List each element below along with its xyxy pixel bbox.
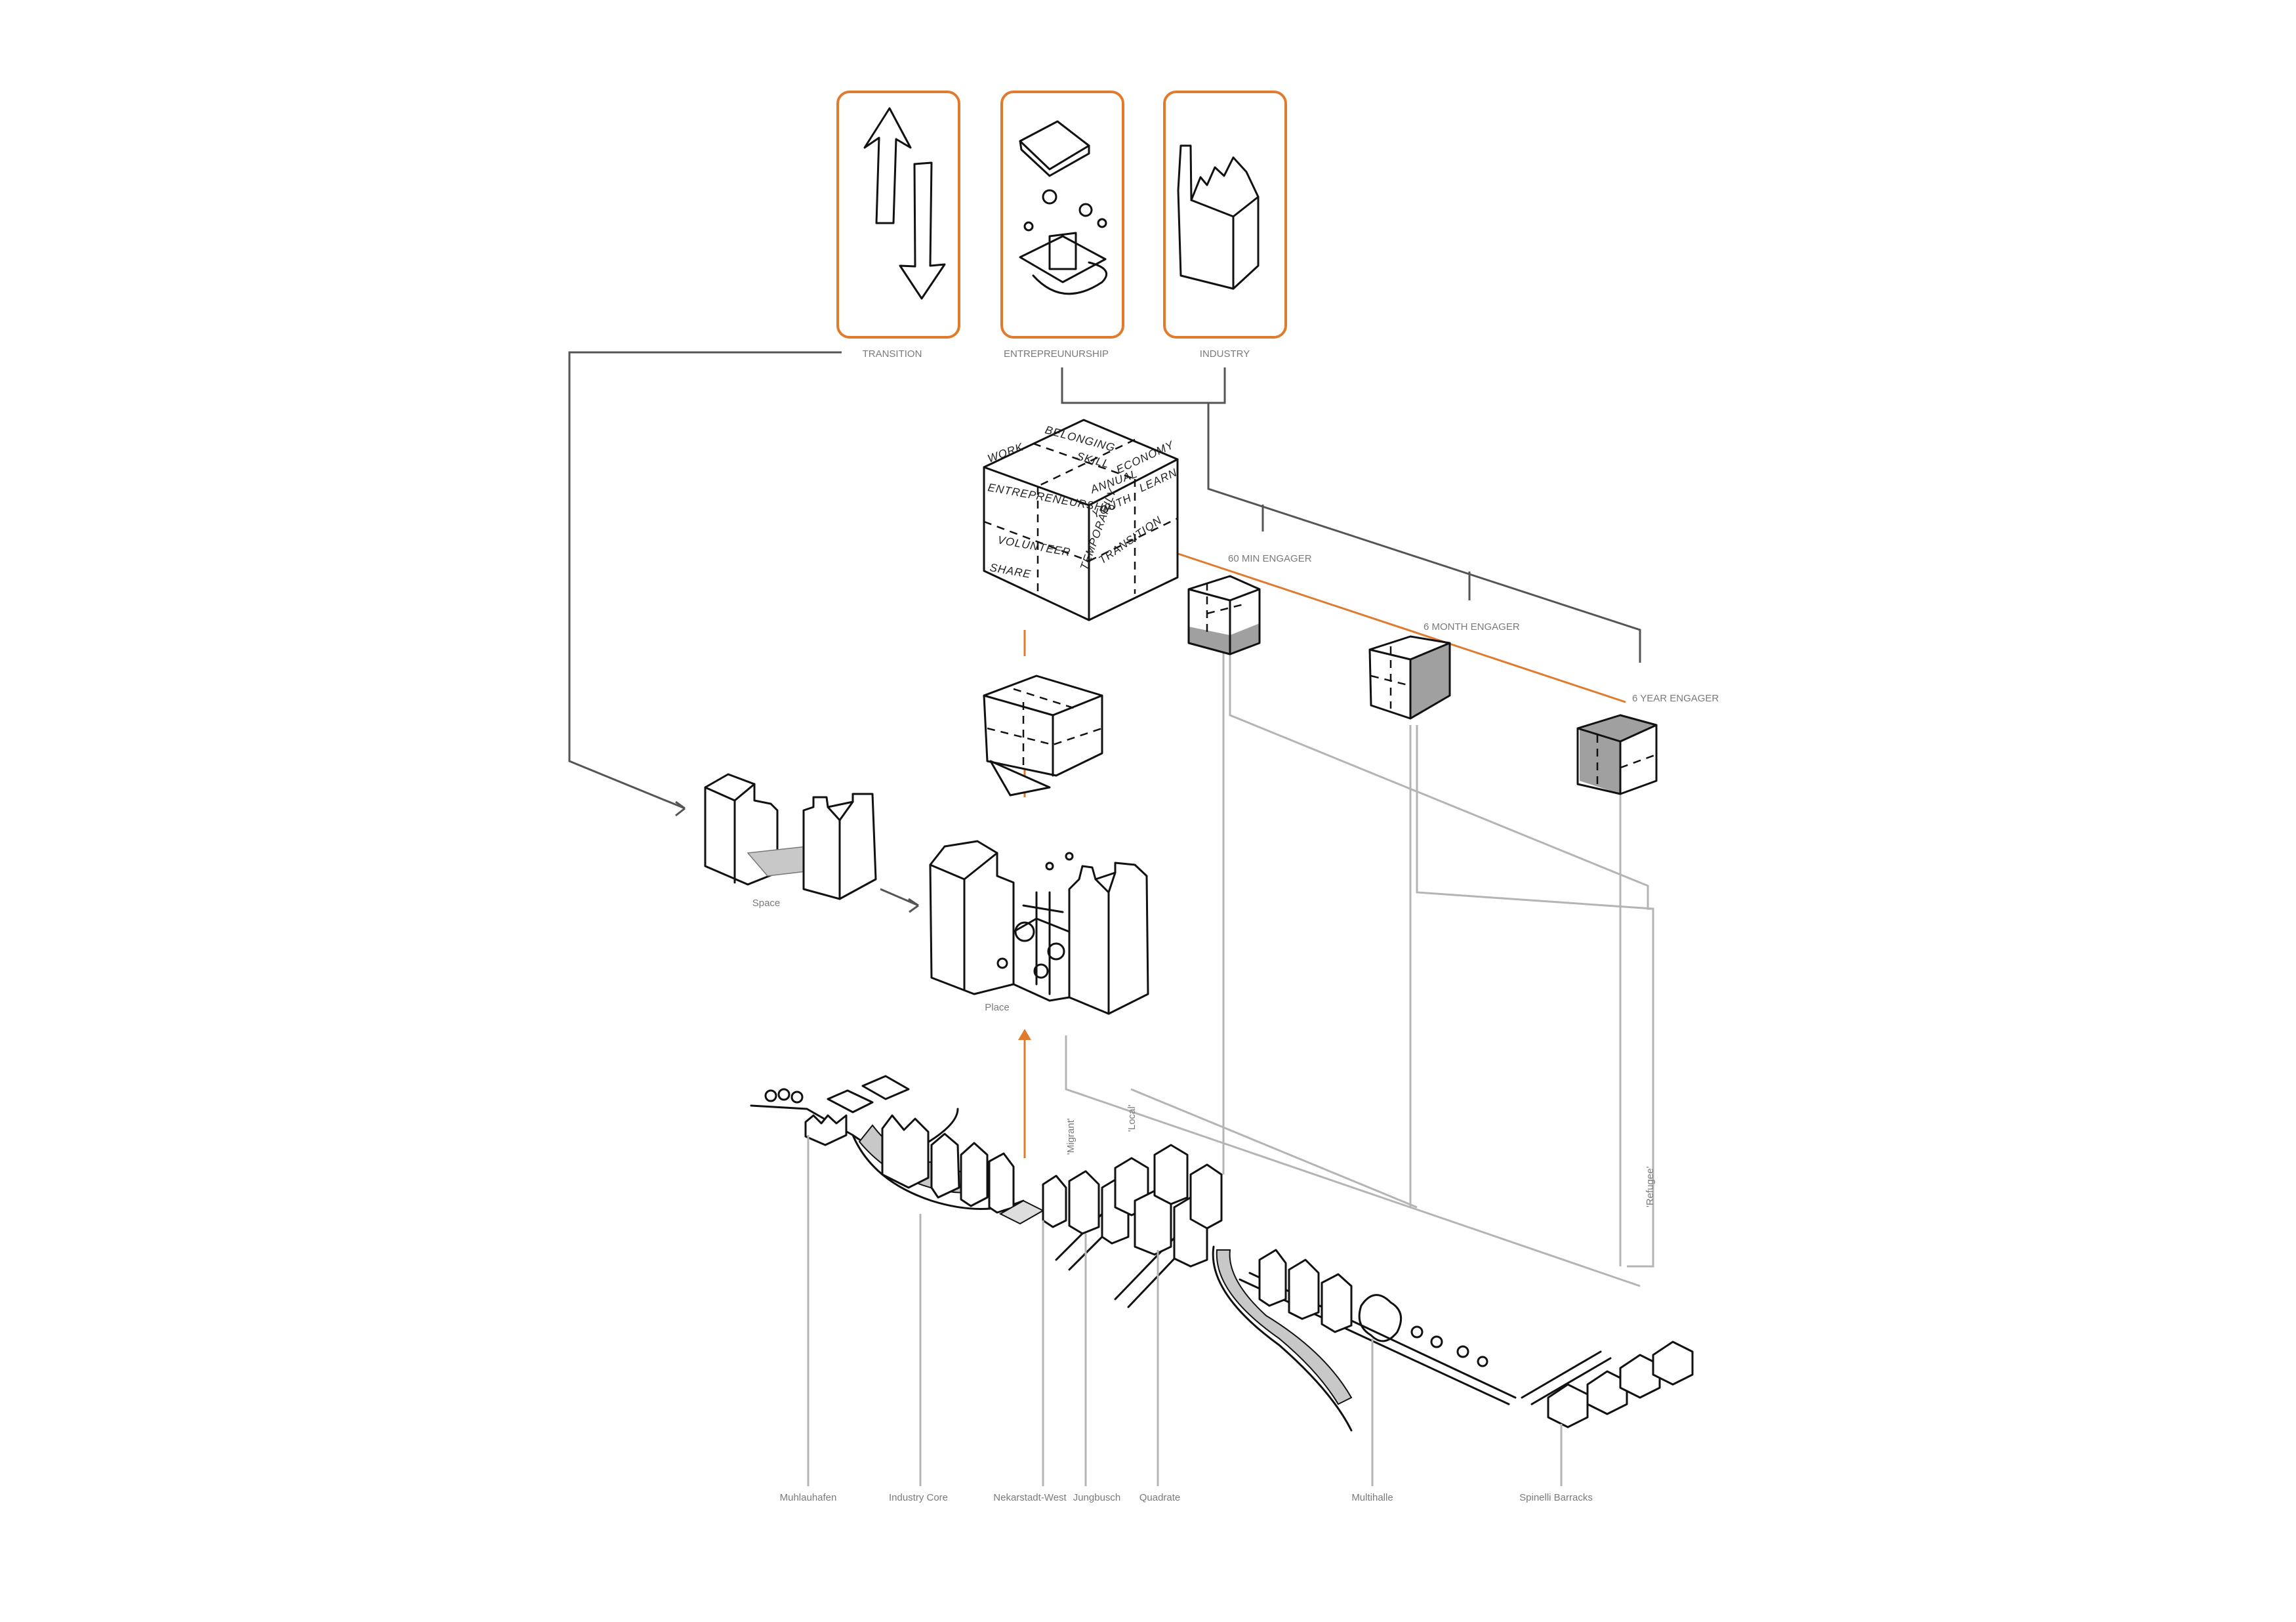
panel-industry-label: INDUSTRY xyxy=(1200,348,1250,360)
quadrate-buildings xyxy=(1042,1144,1223,1268)
district-label: Nekarstadt-West xyxy=(993,1492,1067,1503)
district-label: Muhlauhafen xyxy=(780,1492,837,1503)
panel-entrepreneurship: ENTREPREUNURSHIP xyxy=(1000,91,1124,360)
district-label: Quadrate xyxy=(1139,1492,1181,1503)
multihalle-buildings xyxy=(1258,1249,1488,1367)
orange-flow xyxy=(1018,551,1626,1158)
entrepreneurship-sketch-icon xyxy=(1019,120,1108,295)
district-label: Jungbusch xyxy=(1073,1492,1121,1503)
engager-label: 6 MONTH ENGAGER xyxy=(1424,621,1520,633)
spinelli-buildings xyxy=(1521,1341,1694,1428)
district-label: Spinelli Barracks xyxy=(1519,1492,1593,1503)
panel-entrepreneurship-label: ENTREPREUNURSHIP xyxy=(1004,348,1109,360)
city-strip xyxy=(750,1075,1694,1432)
space-sketch: Space xyxy=(704,773,877,909)
panel-industry: INDUSTRY xyxy=(1163,91,1287,360)
up-down-arrows-icon xyxy=(863,107,946,300)
stage-space-label: Space xyxy=(752,898,781,909)
values-cube: BELONGING WORK SKILL ECONOMY ENTREPRENEU… xyxy=(983,419,1179,621)
group-local-label: 'Local' xyxy=(1126,1104,1138,1132)
district-label: Multihalle xyxy=(1351,1492,1393,1503)
district-leaders xyxy=(807,1135,1563,1486)
panel-transition-label: TRANSITION xyxy=(863,348,922,360)
connector-lines xyxy=(568,351,1641,913)
group-migrant-label: 'Migrant' xyxy=(1065,1118,1076,1155)
engager-6-year: 6 YEAR ENGAGER xyxy=(1576,693,1719,795)
group-labels: 'Migrant' 'Local' 'Refugee' xyxy=(1065,1104,1656,1207)
exploded-cube xyxy=(983,675,1103,797)
muhlauhafen-buildings xyxy=(764,1075,910,1146)
district-label: Industry Core xyxy=(889,1492,948,1503)
group-refugee-label: 'Refugee' xyxy=(1645,1166,1656,1207)
engager-label: 60 MIN ENGAGER xyxy=(1228,553,1312,564)
district-labels: Muhlauhafen Industry Core Nekarstadt-Wes… xyxy=(780,1492,1593,1503)
engager-6-month: 6 MONTH ENGAGER xyxy=(1368,621,1520,720)
engager-links xyxy=(1065,653,1654,1287)
engager-60-min: 60 MIN ENGAGER xyxy=(1187,553,1312,655)
stage-place-label: Place xyxy=(985,1002,1010,1013)
place-sketch: Place xyxy=(929,840,1149,1015)
panel-transition: TRANSITION xyxy=(836,91,960,360)
factory-icon xyxy=(1177,144,1260,290)
industry-core-buildings xyxy=(881,1114,1045,1225)
engager-label: 6 YEAR ENGAGER xyxy=(1632,693,1719,704)
